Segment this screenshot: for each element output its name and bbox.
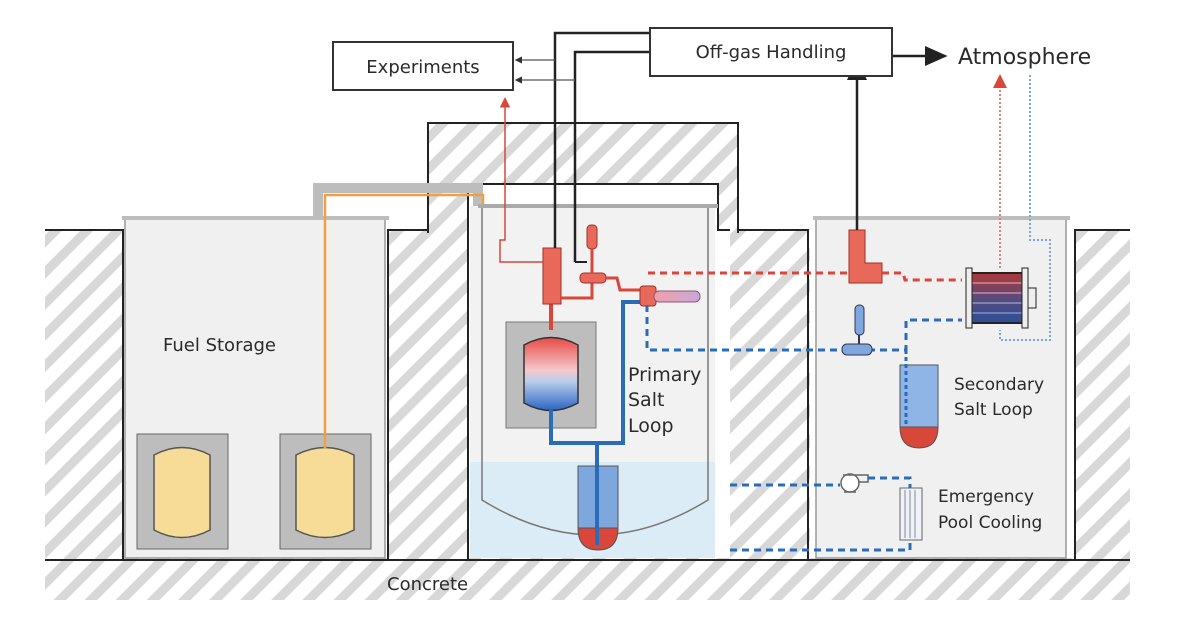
primary-label-2: Salt bbox=[628, 389, 664, 411]
secondary-drain-tank bbox=[899, 350, 939, 449]
secondary-hot-vessel bbox=[848, 229, 883, 284]
emergency-cooler bbox=[899, 487, 923, 541]
left-wall bbox=[45, 230, 123, 560]
primary-label-3: Loop bbox=[628, 415, 674, 437]
emergency-label-2: Pool Cooling bbox=[938, 513, 1042, 533]
wall-reactor-secondary bbox=[730, 230, 810, 560]
offgas-handling-block: Off-gas Handling bbox=[649, 27, 893, 77]
primary-cold-leg bbox=[549, 300, 640, 445]
concrete-base bbox=[45, 558, 1130, 600]
secondary-label-1: Secondary bbox=[954, 375, 1044, 395]
primary-separator bbox=[579, 272, 607, 284]
primary-label-1: Primary bbox=[628, 364, 701, 386]
atmosphere-label: Atmosphere bbox=[958, 45, 1091, 70]
secondary-label-2: Salt Loop bbox=[954, 400, 1033, 420]
concrete-label: Concrete bbox=[387, 574, 468, 595]
offgas-label: Off-gas Handling bbox=[696, 42, 847, 63]
right-wall bbox=[1075, 230, 1130, 560]
fuel-tank-left bbox=[136, 433, 229, 550]
line-to-experiments bbox=[499, 97, 543, 263]
fuel-storage-label: Fuel Storage bbox=[163, 335, 276, 356]
fuel-tank-right bbox=[279, 433, 372, 550]
air-heat-exchanger bbox=[965, 267, 1037, 329]
primary-pump bbox=[542, 247, 562, 305]
experiments-block: Experiments bbox=[332, 41, 514, 91]
wall-fuel-reactor bbox=[388, 230, 468, 560]
secondary-pump bbox=[841, 304, 873, 356]
experiments-label: Experiments bbox=[366, 57, 479, 78]
emergency-label-1: Emergency bbox=[938, 487, 1034, 507]
reactor-core-tank bbox=[523, 336, 579, 412]
